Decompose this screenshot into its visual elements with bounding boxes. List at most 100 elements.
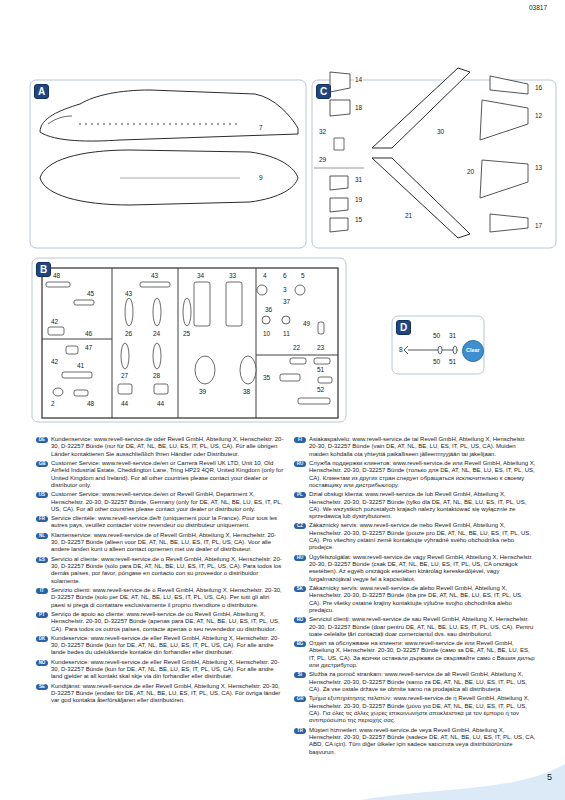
step-frame — [32, 258, 346, 422]
callout-number: 32 — [318, 128, 327, 135]
language-code: FI — [294, 437, 306, 443]
service-text: Customer Service: www.revell-service.de/… — [51, 491, 284, 513]
service-entry: HUÜgyfélszolgálat: www.revell-service.de… — [294, 554, 536, 583]
sprue-part — [121, 343, 129, 369]
sprue-part — [46, 282, 70, 287]
language-code: GB — [36, 461, 48, 467]
window-dot — [139, 123, 141, 125]
service-entry: SISlužba za pomoč strankam: www.revell-s… — [294, 671, 536, 693]
callout-number: 36 — [264, 306, 273, 313]
tail-part — [330, 72, 350, 92]
service-entry: GRΤμήμα εξυπηρέτησης πελατών: www.revell… — [294, 695, 536, 724]
service-entry: RUСлужба поддержки клиентов: www.revell-… — [294, 460, 536, 489]
language-code: NO — [36, 660, 48, 666]
callout-number: 9 — [258, 174, 264, 181]
sprue-runner — [178, 268, 179, 418]
service-entry: FRService clientèle: www.revell-service.… — [36, 515, 284, 530]
callout-number: 14 — [354, 76, 363, 83]
service-text: Служба поддержки клиентов: www.revell-se… — [309, 460, 536, 489]
wing-part — [480, 100, 528, 140]
callout-number: 50 — [432, 358, 441, 365]
callout-number: 22 — [292, 344, 301, 351]
sprue-part — [153, 298, 161, 326]
window-dot — [79, 123, 81, 125]
callout-number: 28 — [152, 372, 161, 379]
service-text: Customer Service: www.revell-service.de/… — [51, 460, 284, 489]
window-dot — [211, 123, 213, 125]
step-letter: A — [38, 87, 45, 97]
sprue-part — [262, 316, 270, 324]
language-code: SK — [294, 586, 306, 592]
sprue-runner — [42, 339, 112, 340]
sprue-part — [295, 285, 305, 295]
service-entry: NOKundeservice: www.revell-service.de el… — [36, 659, 284, 681]
wing-tip — [490, 76, 528, 94]
service-text: Dział obsługi klienta: www.revell-servic… — [309, 491, 536, 520]
service-text: Müşteri hizmetleri: www.revell-service.d… — [309, 727, 536, 756]
sprue-part — [125, 298, 133, 326]
callout-number: 43 — [150, 272, 159, 279]
service-text: Asiakaspalvelu: www.revell-service.de ta… — [309, 436, 536, 458]
sprue-runner — [112, 268, 113, 418]
callout-number: 25 — [182, 330, 191, 337]
language-code: PT — [36, 612, 48, 618]
window-dot — [109, 123, 111, 125]
sprue-part — [118, 384, 132, 394]
decor-wave — [360, 764, 565, 800]
assembly-arrow — [404, 346, 408, 354]
sprue-part — [314, 358, 330, 364]
sprue-part — [298, 398, 330, 404]
clear-part — [453, 346, 457, 354]
window-dot — [229, 123, 231, 125]
callout-number: 15 — [354, 216, 363, 223]
wing-part — [372, 158, 470, 238]
service-entry: DKKundeservice: www.revell-service.de el… — [36, 635, 284, 657]
service-entry: ESServicio al cliente: www.revell-servic… — [36, 556, 284, 585]
service-text: Service clientèle: www.revell-service.de… — [51, 515, 284, 530]
callout-number: 7 — [258, 124, 264, 131]
callout-number: 44 — [120, 400, 129, 407]
fuselage-half — [40, 150, 298, 205]
language-code: HU — [294, 555, 306, 561]
callout-number: 5 — [300, 272, 306, 279]
sheet-number: 03817 — [528, 4, 548, 11]
language-code: FR — [36, 516, 48, 522]
callout-number: 8 — [398, 346, 404, 353]
callout-number: 45 — [86, 290, 95, 297]
language-code: DK — [36, 636, 48, 642]
sprue-part — [195, 356, 215, 384]
service-text: Zákaznický servis: www.revell-service.de… — [309, 522, 536, 551]
language-code: NL — [36, 533, 48, 539]
text-column: DEKundenservice: www.revell-service.de o… — [36, 436, 284, 707]
callout-number: 44 — [156, 400, 165, 407]
service-entry: SEKundtjänst: www.revell-service.de elle… — [36, 683, 284, 705]
callout-number: 47 — [84, 344, 93, 351]
language-code: CZ — [294, 523, 306, 529]
language-code: SI — [294, 672, 306, 678]
window-dot — [217, 123, 219, 125]
window-dot — [97, 123, 99, 125]
language-code: BG — [294, 641, 306, 647]
service-text: Klantenservice: www.revell-service.de of… — [51, 532, 284, 554]
window-dot — [235, 123, 237, 125]
tail-part — [330, 218, 348, 232]
language-code: RO — [294, 617, 306, 623]
callout-number: 41 — [76, 362, 85, 369]
window-dot — [193, 123, 195, 125]
callout-number: 35 — [262, 374, 271, 381]
callout-number: 43 — [124, 290, 133, 297]
assembly-axis — [408, 350, 458, 351]
window-dot — [169, 123, 171, 125]
panel-line — [120, 178, 240, 179]
service-entry: NLKlantenservice: www.revell-service.de … — [36, 532, 284, 554]
callout-number: 16 — [534, 84, 543, 91]
service-entry: PLDział obsługi klienta: www.revell-serv… — [294, 491, 536, 520]
sprue-part — [240, 356, 256, 384]
service-text: Serviço de apoio ao cliente: www.revell-… — [51, 611, 284, 633]
clear-part — [438, 346, 442, 354]
window-dot — [85, 123, 87, 125]
callout-number: 26 — [124, 330, 133, 337]
callout-number: 49 — [302, 320, 311, 327]
callout-number: 46 — [84, 330, 93, 337]
tail-part — [330, 198, 348, 212]
